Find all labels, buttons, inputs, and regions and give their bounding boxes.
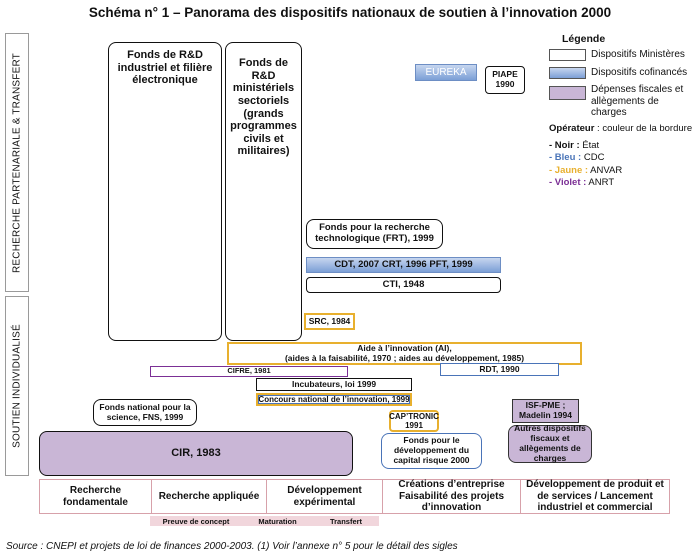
legend-operator-suffix: : couleur de la bordure [594, 123, 693, 134]
legend-operator-bleu: - Bleu : CDC [549, 152, 622, 164]
box-eureka: EUREKA [415, 64, 477, 81]
side-label-partenariale: RECHERCHE PARTENARIALE & TRANSFERT [11, 52, 23, 273]
legend-operator-list: - Noir : État - Bleu : CDC - Jaune : ANV… [549, 140, 622, 189]
box-fonds-rd-industriel: Fonds de R&D industriel et filière élect… [108, 42, 222, 341]
box-rdt-label: RDT, 1990 [479, 363, 520, 374]
legend-operator-bleu-key: - Bleu : [549, 152, 582, 164]
box-fonds-rd-industriel-label: Fonds de R&D industriel et filière élect… [117, 49, 213, 87]
box-ai-label-2: (aides à la faisabilité, 1970 ; aides au… [284, 352, 525, 363]
legend-swatch-cofinances [549, 67, 586, 79]
stage-developpement-produit-label: Développement de produit et de services … [526, 479, 664, 514]
box-isf-pme-label: ISF-PME ; Madelin 1994 [519, 400, 572, 420]
page-title: Schéma n° 1 – Panorama des dispositifs n… [88, 5, 612, 20]
legend-operator-noir-value: État [579, 140, 600, 151]
box-fonds-rd-ministeriels-label: Fonds de R&D ministériels sectoriels (gr… [230, 57, 297, 158]
box-autres-dispositifs-label: Autres dispositifs fiscaux et allègement… [514, 423, 586, 463]
legend-label-fiscales: Dépenses fiscales et allègements de char… [591, 84, 684, 118]
side-panel-partenariale: RECHERCHE PARTENARIALE & TRANSFERT [5, 33, 29, 292]
box-autres-dispositifs: Autres dispositifs fiscaux et allègement… [508, 423, 592, 463]
stage-recherche-fondamentale: Recherche fondamentale [39, 479, 151, 514]
box-cti: CTI, 1948 [306, 277, 501, 293]
phase-preuve-concept-label: Preuve de concept [162, 516, 230, 526]
legend-operator-violet-value: ANRT [586, 177, 615, 189]
stage-creations-entreprise-label: Créations d’entreprise Faisabilité des p… [398, 479, 505, 514]
box-concours: Concours national de l’innovation, 1999 [256, 393, 412, 406]
legend-operator-violet: - Violet : ANRT [549, 177, 622, 189]
box-isf-pme: ISF-PME ; Madelin 1994 [512, 399, 579, 423]
side-panel-individualise: SOUTIEN INDIVIDUALISÉ [5, 296, 29, 476]
stage-developpement-experimental: Développement expérimental [266, 479, 382, 514]
stages-row: Recherche fondamentale Recherche appliqu… [39, 479, 670, 514]
legend-operator-jaune-value: ANVAR [588, 164, 623, 176]
box-cifre: CIFRE, 1981 [150, 366, 348, 377]
box-incubateurs-label: Incubateurs, loi 1999 [291, 378, 377, 389]
box-cdt: CDT, 2007 CRT, 1996 PFT, 1999 [306, 257, 501, 273]
box-frt: Fonds pour la recherche technologique (F… [306, 219, 443, 249]
box-cdt-label: CDT, 2007 CRT, 1996 PFT, 1999 [334, 258, 473, 270]
phase-maturation: Maturation [242, 516, 313, 526]
legend-operator-label: Opérateur [549, 123, 595, 134]
box-cir-label: CIR, 1983 [171, 447, 221, 460]
stage-creations-entreprise: Créations d’entreprise Faisabilité des p… [382, 479, 520, 514]
box-piape: PIAPE 1990 [485, 66, 525, 94]
legend-swatch-fiscales [549, 86, 586, 100]
box-cifre-label: CIFRE, 1981 [227, 366, 271, 376]
legend-operator-violet-key: - Violet : [549, 177, 587, 189]
legend-heading: Légende [562, 33, 606, 45]
box-src-label: SRC, 1984 [308, 315, 351, 326]
legend-operator-noir: - Noir : État [549, 140, 622, 152]
phase-maturation-label: Maturation [258, 516, 297, 526]
phase-transfert-label: Transfert [329, 516, 363, 526]
box-fns: Fonds national pour la science, FNS, 199… [93, 399, 197, 426]
legend-operator-jaune-key: - Jaune : [549, 164, 589, 176]
box-fns-label: Fonds national pour la science, FNS, 199… [99, 401, 191, 422]
stage-recherche-appliquee-label: Recherche appliquée [158, 490, 260, 502]
box-incubateurs: Incubateurs, loi 1999 [256, 378, 412, 391]
legend-label-cofinances: Dispositifs cofinancés [591, 67, 688, 78]
stage-developpement-experimental-label: Développement expérimental [287, 485, 362, 508]
box-captronic-label: CAP’TRONIC 1991 [389, 411, 439, 430]
box-eureka-label: EUREKA [425, 66, 467, 78]
box-cti-label: CTI, 1948 [382, 278, 425, 290]
legend-operator-noir-key: - Noir : [549, 140, 580, 151]
box-frt-label: Fonds pour la recherche technologique (F… [315, 222, 434, 244]
box-piape-label: PIAPE 1990 [492, 69, 518, 89]
legend-operator-jaune: - Jaune : ANVAR [549, 165, 622, 177]
source-note: Source : CNEPI et projets de loi de fina… [6, 541, 458, 552]
box-ai: Aide à l’innovation (AI), (aides à la fa… [227, 342, 582, 365]
legend-operator-bleu-value: CDC [581, 152, 605, 164]
legend-swatch-ministeres [549, 49, 586, 61]
legend-operator: Opérateur : couleur de la bordure [549, 123, 692, 134]
box-ai-label-1: Aide à l’innovation (AI), [357, 342, 452, 353]
box-capital-risque-label: Fonds pour le développement du capital r… [393, 435, 470, 465]
stage-recherche-fondamentale-label: Recherche fondamentale [62, 485, 128, 508]
box-captronic: CAP’TRONIC 1991 [389, 410, 439, 432]
box-capital-risque: Fonds pour le développement du capital r… [381, 433, 482, 469]
box-cir: CIR, 1983 [39, 431, 353, 476]
box-fonds-rd-ministeriels: Fonds de R&D ministériels sectoriels (gr… [225, 42, 302, 341]
phase-preuve-concept: Preuve de concept [150, 516, 242, 526]
box-src: SRC, 1984 [304, 313, 355, 330]
legend-label-ministeres: Dispositifs Ministères [591, 49, 685, 60]
box-rdt: RDT, 1990 [440, 363, 559, 376]
stage-recherche-appliquee: Recherche appliquée [151, 479, 266, 514]
phase-transfert: Transfert [313, 516, 379, 526]
side-label-individualise: SOUTIEN INDIVIDUALISÉ [11, 324, 23, 448]
box-concours-label: Concours national de l’innovation, 1999 [258, 394, 410, 404]
stage-developpement-produit: Développement de produit et de services … [520, 479, 669, 514]
phases-row: Preuve de concept Maturation Transfert [150, 516, 379, 526]
